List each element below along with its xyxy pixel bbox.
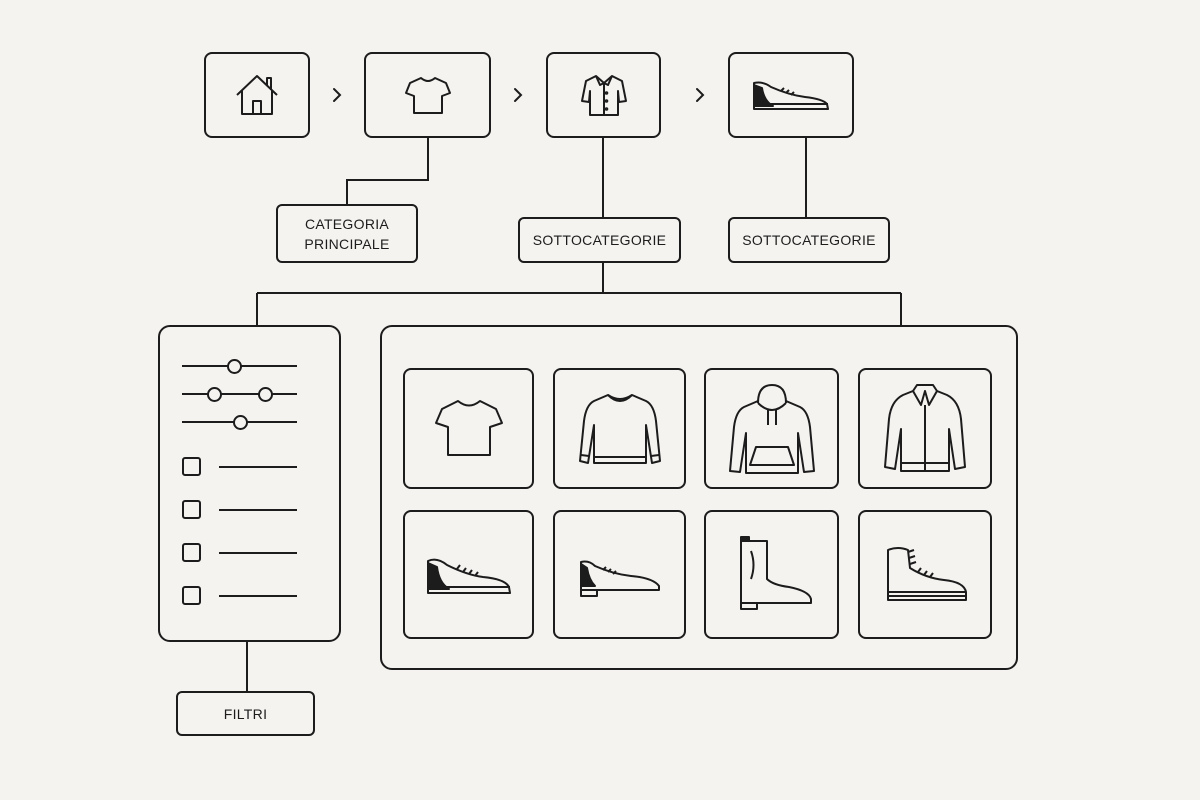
product-tile-boot[interactable]: [704, 510, 839, 639]
filter-checkbox[interactable]: [182, 543, 201, 562]
filter-checkbox[interactable]: [182, 500, 201, 519]
label-main-category: CATEGORIA PRINCIPALE: [276, 204, 418, 263]
high-top-sneaker-icon: [887, 546, 967, 601]
breadcrumb-category[interactable]: [364, 52, 491, 138]
chevron-right-icon: [696, 88, 705, 102]
product-tile-jacket[interactable]: [858, 368, 992, 489]
tshirt-icon: [404, 77, 451, 114]
chevron-right-icon: [333, 88, 342, 102]
product-tile-sweater[interactable]: [553, 368, 686, 489]
filter-slider-handle[interactable]: [226, 359, 242, 374]
filter-slider-handle[interactable]: [232, 415, 248, 430]
filter-option-line: [219, 509, 297, 511]
product-tile-hoodie[interactable]: [704, 368, 839, 489]
dress-shoe-icon: [579, 560, 660, 597]
filter-slider-handle[interactable]: [257, 387, 273, 402]
filter-option-line: [219, 595, 297, 597]
connector-main-category: [346, 138, 429, 204]
breadcrumb-subcategory[interactable]: [546, 52, 661, 138]
product-tile-high-top-sneaker[interactable]: [858, 510, 992, 639]
filter-slider-handle[interactable]: [207, 387, 223, 402]
jacket-icon: [884, 383, 966, 472]
tshirt-icon: [434, 399, 503, 456]
sweater-icon: [578, 393, 661, 464]
breadcrumb-home[interactable]: [204, 52, 310, 138]
label-subcategories-1: SOTTOCATEGORIE: [518, 217, 681, 263]
breadcrumb-separator: [508, 85, 528, 105]
filters-panel[interactable]: [158, 325, 341, 642]
boot-icon: [739, 535, 812, 610]
filter-option-line: [219, 466, 297, 468]
breadcrumb-product[interactable]: [728, 52, 854, 138]
shirt-icon: [580, 75, 627, 116]
chevron-right-icon: [514, 88, 523, 102]
hoodie-icon: [728, 383, 815, 474]
filter-option-line: [219, 552, 297, 554]
label-filters: FILTRI: [176, 691, 315, 736]
product-tile-sneaker[interactable]: [403, 510, 534, 639]
label-subcategories-2: SOTTOCATEGORIE: [728, 217, 890, 263]
product-tile-dress-shoe[interactable]: [553, 510, 686, 639]
home-icon: [236, 75, 278, 115]
sneaker-icon: [426, 558, 511, 594]
filter-slider-track[interactable]: [182, 393, 297, 395]
filter-checkbox[interactable]: [182, 457, 201, 476]
filter-checkbox[interactable]: [182, 586, 201, 605]
breadcrumb-separator: [690, 85, 710, 105]
breadcrumb-separator: [327, 85, 347, 105]
sneaker-icon: [753, 81, 829, 110]
product-tile-tshirt[interactable]: [403, 368, 534, 489]
